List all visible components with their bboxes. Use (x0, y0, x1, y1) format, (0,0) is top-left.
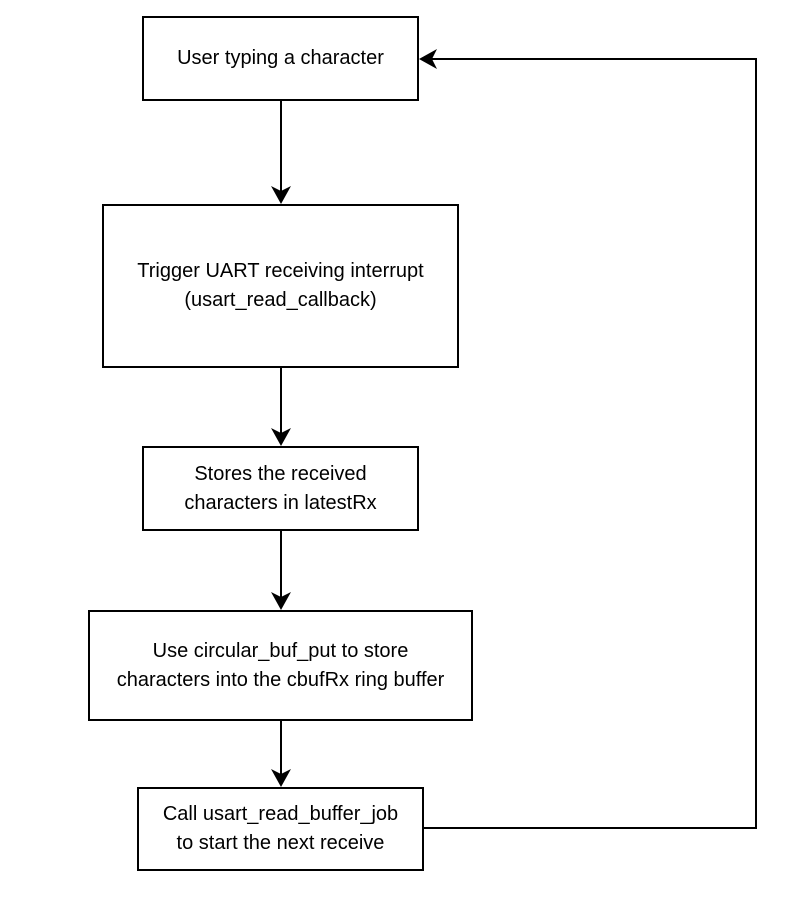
step-label: Trigger UART receiving interrupt (137, 260, 424, 282)
arrow-loop-back-to-step1 (419, 49, 757, 829)
step-label: Stores the received (194, 462, 367, 485)
step-label: characters in latestRx (184, 491, 377, 514)
step-label: User typing a character (177, 47, 384, 69)
step-label: Use circular_buf_put to store (152, 639, 409, 662)
step-user-typing: User typing a character (142, 16, 419, 101)
step-label: (usart_read_callback) (184, 289, 377, 311)
step-trigger-interrupt: Trigger UART receiving interrupt (usart_… (102, 204, 459, 368)
step-label: Call usart_read_buffer_job (162, 803, 399, 825)
step-label: to start the next receive (176, 832, 385, 854)
step-circular-buf-put: Use circular_buf_put to store characters… (88, 610, 473, 721)
step-store-latestrx: Stores the received characters in latest… (142, 446, 419, 531)
step-read-buffer-job: Call usart_read_buffer_job to start the … (137, 787, 424, 871)
step-label: characters into the cbufRx ring buffer (116, 668, 445, 691)
